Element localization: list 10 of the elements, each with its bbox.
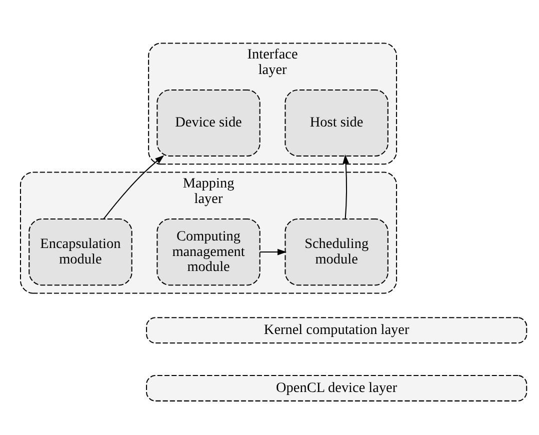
arrow: [103, 154, 164, 219]
node-box: Kernel computation layer: [146, 316, 528, 344]
node-box: Host side: [284, 88, 388, 156]
node-box: Encapsulation module: [28, 218, 132, 286]
arrow: [342, 154, 350, 219]
node-box: Computing management module: [156, 218, 260, 286]
arrow: [260, 248, 287, 255]
node-box: OpenCL device layer: [146, 374, 528, 401]
node-box: Device side: [156, 88, 260, 156]
node-box: Scheduling module: [284, 218, 388, 286]
